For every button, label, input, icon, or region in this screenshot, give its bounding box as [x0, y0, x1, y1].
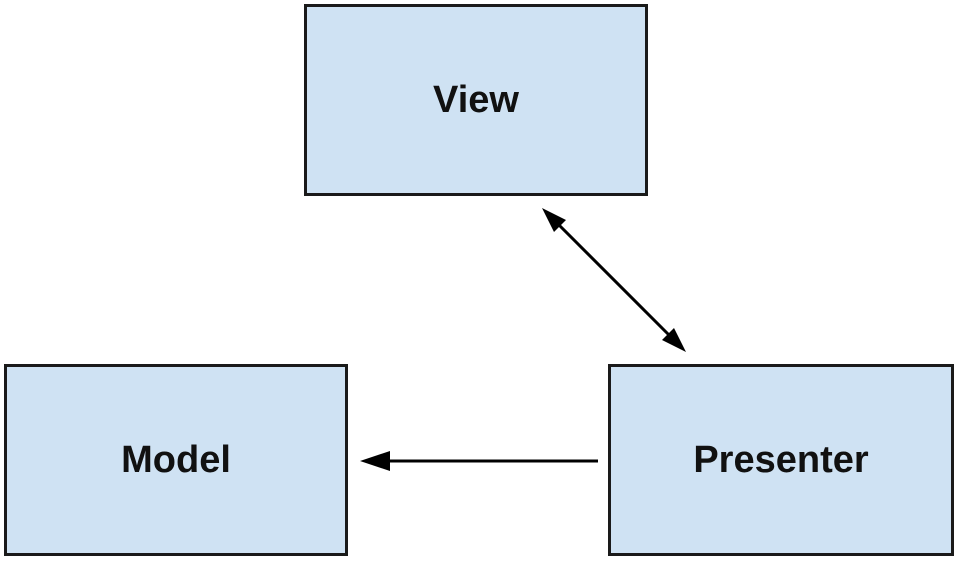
view-presenter-arrow	[542, 208, 686, 352]
arrowhead-to-view	[542, 208, 566, 232]
arrowhead-to-model	[360, 451, 390, 471]
presenter-model-arrow	[360, 451, 598, 471]
model-label: Model	[121, 438, 231, 481]
view-label: View	[433, 78, 519, 121]
view-box: View	[304, 4, 648, 196]
presenter-label: Presenter	[693, 438, 869, 481]
presenter-box: Presenter	[608, 364, 954, 556]
arrowhead-to-presenter	[662, 328, 686, 352]
model-box: Model	[4, 364, 348, 556]
